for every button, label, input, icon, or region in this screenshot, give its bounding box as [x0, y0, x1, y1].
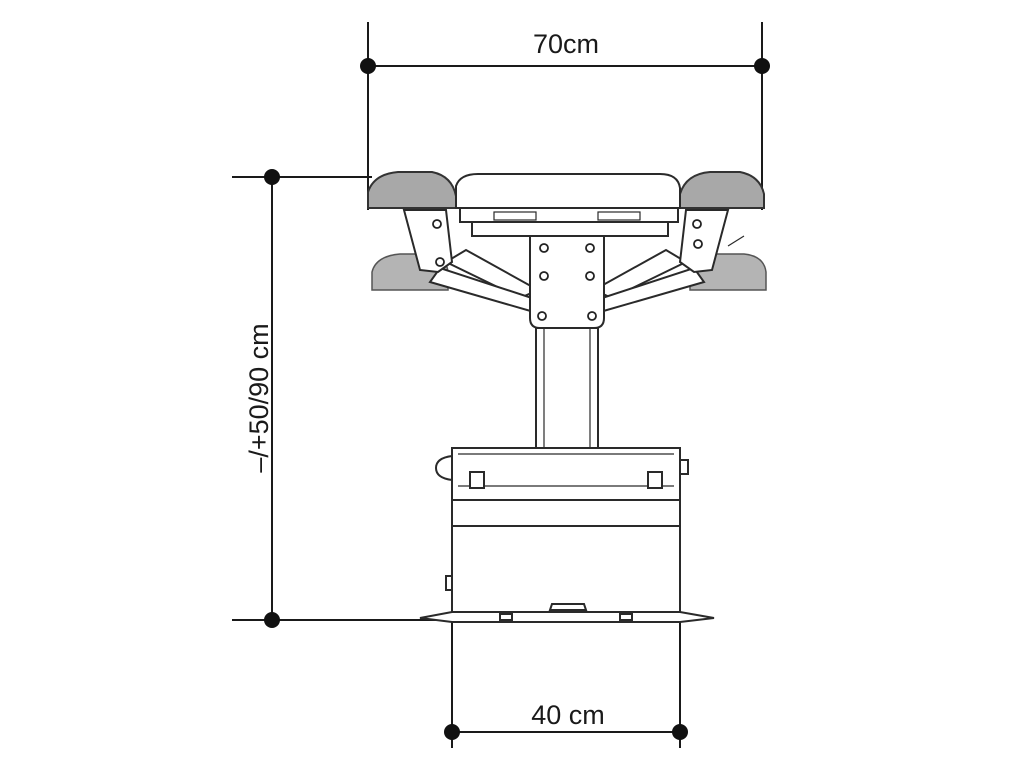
height-endpoint-top	[264, 169, 280, 185]
plate-bolt-1	[539, 243, 549, 253]
left-bracket-pivot	[435, 257, 445, 267]
top-width-endpoint-right	[754, 58, 770, 74]
top-width-dimension: 70cm	[360, 22, 770, 210]
plate-bolt-2	[585, 243, 595, 253]
base-width-endpoint-left	[444, 724, 460, 740]
seat-rail-left	[493, 211, 537, 221]
base-housing	[419, 447, 715, 623]
base-knob-right	[679, 459, 689, 475]
plate-bolt-3	[539, 271, 549, 281]
top-width-label: 70cm	[533, 29, 599, 59]
base-side-tab	[445, 575, 453, 591]
top-right-pad	[679, 171, 765, 209]
plate-bolt-4	[585, 271, 595, 281]
base-clip-left	[469, 471, 485, 489]
top-left-pad	[367, 171, 457, 209]
right-bracket-pivot	[693, 239, 703, 249]
base-foot-pad-1	[499, 613, 513, 621]
base-foot	[419, 611, 715, 623]
right-bracket	[678, 209, 730, 274]
seat-carriage	[471, 221, 669, 237]
base-top-section	[451, 447, 681, 501]
base-mid-section	[451, 499, 681, 527]
plate-bolt-5	[537, 311, 547, 321]
height-label: –/+50/90 cm	[244, 323, 274, 472]
base-handle	[548, 603, 588, 611]
left-bracket-bolt	[432, 219, 442, 229]
seat-frame	[459, 207, 679, 223]
height-dimension: –/+50/90 cm	[232, 169, 452, 628]
base-width-label: 40 cm	[531, 700, 605, 730]
base-clip-right	[647, 471, 663, 489]
base-knob-left	[434, 454, 453, 482]
height-endpoint-bottom	[264, 612, 280, 628]
right-bracket-bolt	[692, 219, 702, 229]
plate-bolt-6	[587, 311, 597, 321]
machine-illustration	[367, 171, 767, 623]
base-width-endpoint-right	[672, 724, 688, 740]
right-lever	[727, 235, 745, 247]
base-foot-pad-2	[619, 613, 633, 621]
top-width-endpoint-left	[360, 58, 376, 74]
seat-rail-right	[597, 211, 641, 221]
center-seat	[455, 173, 681, 209]
base-width-dimension: 40 cm	[444, 622, 688, 748]
base-lower-section	[451, 525, 681, 613]
